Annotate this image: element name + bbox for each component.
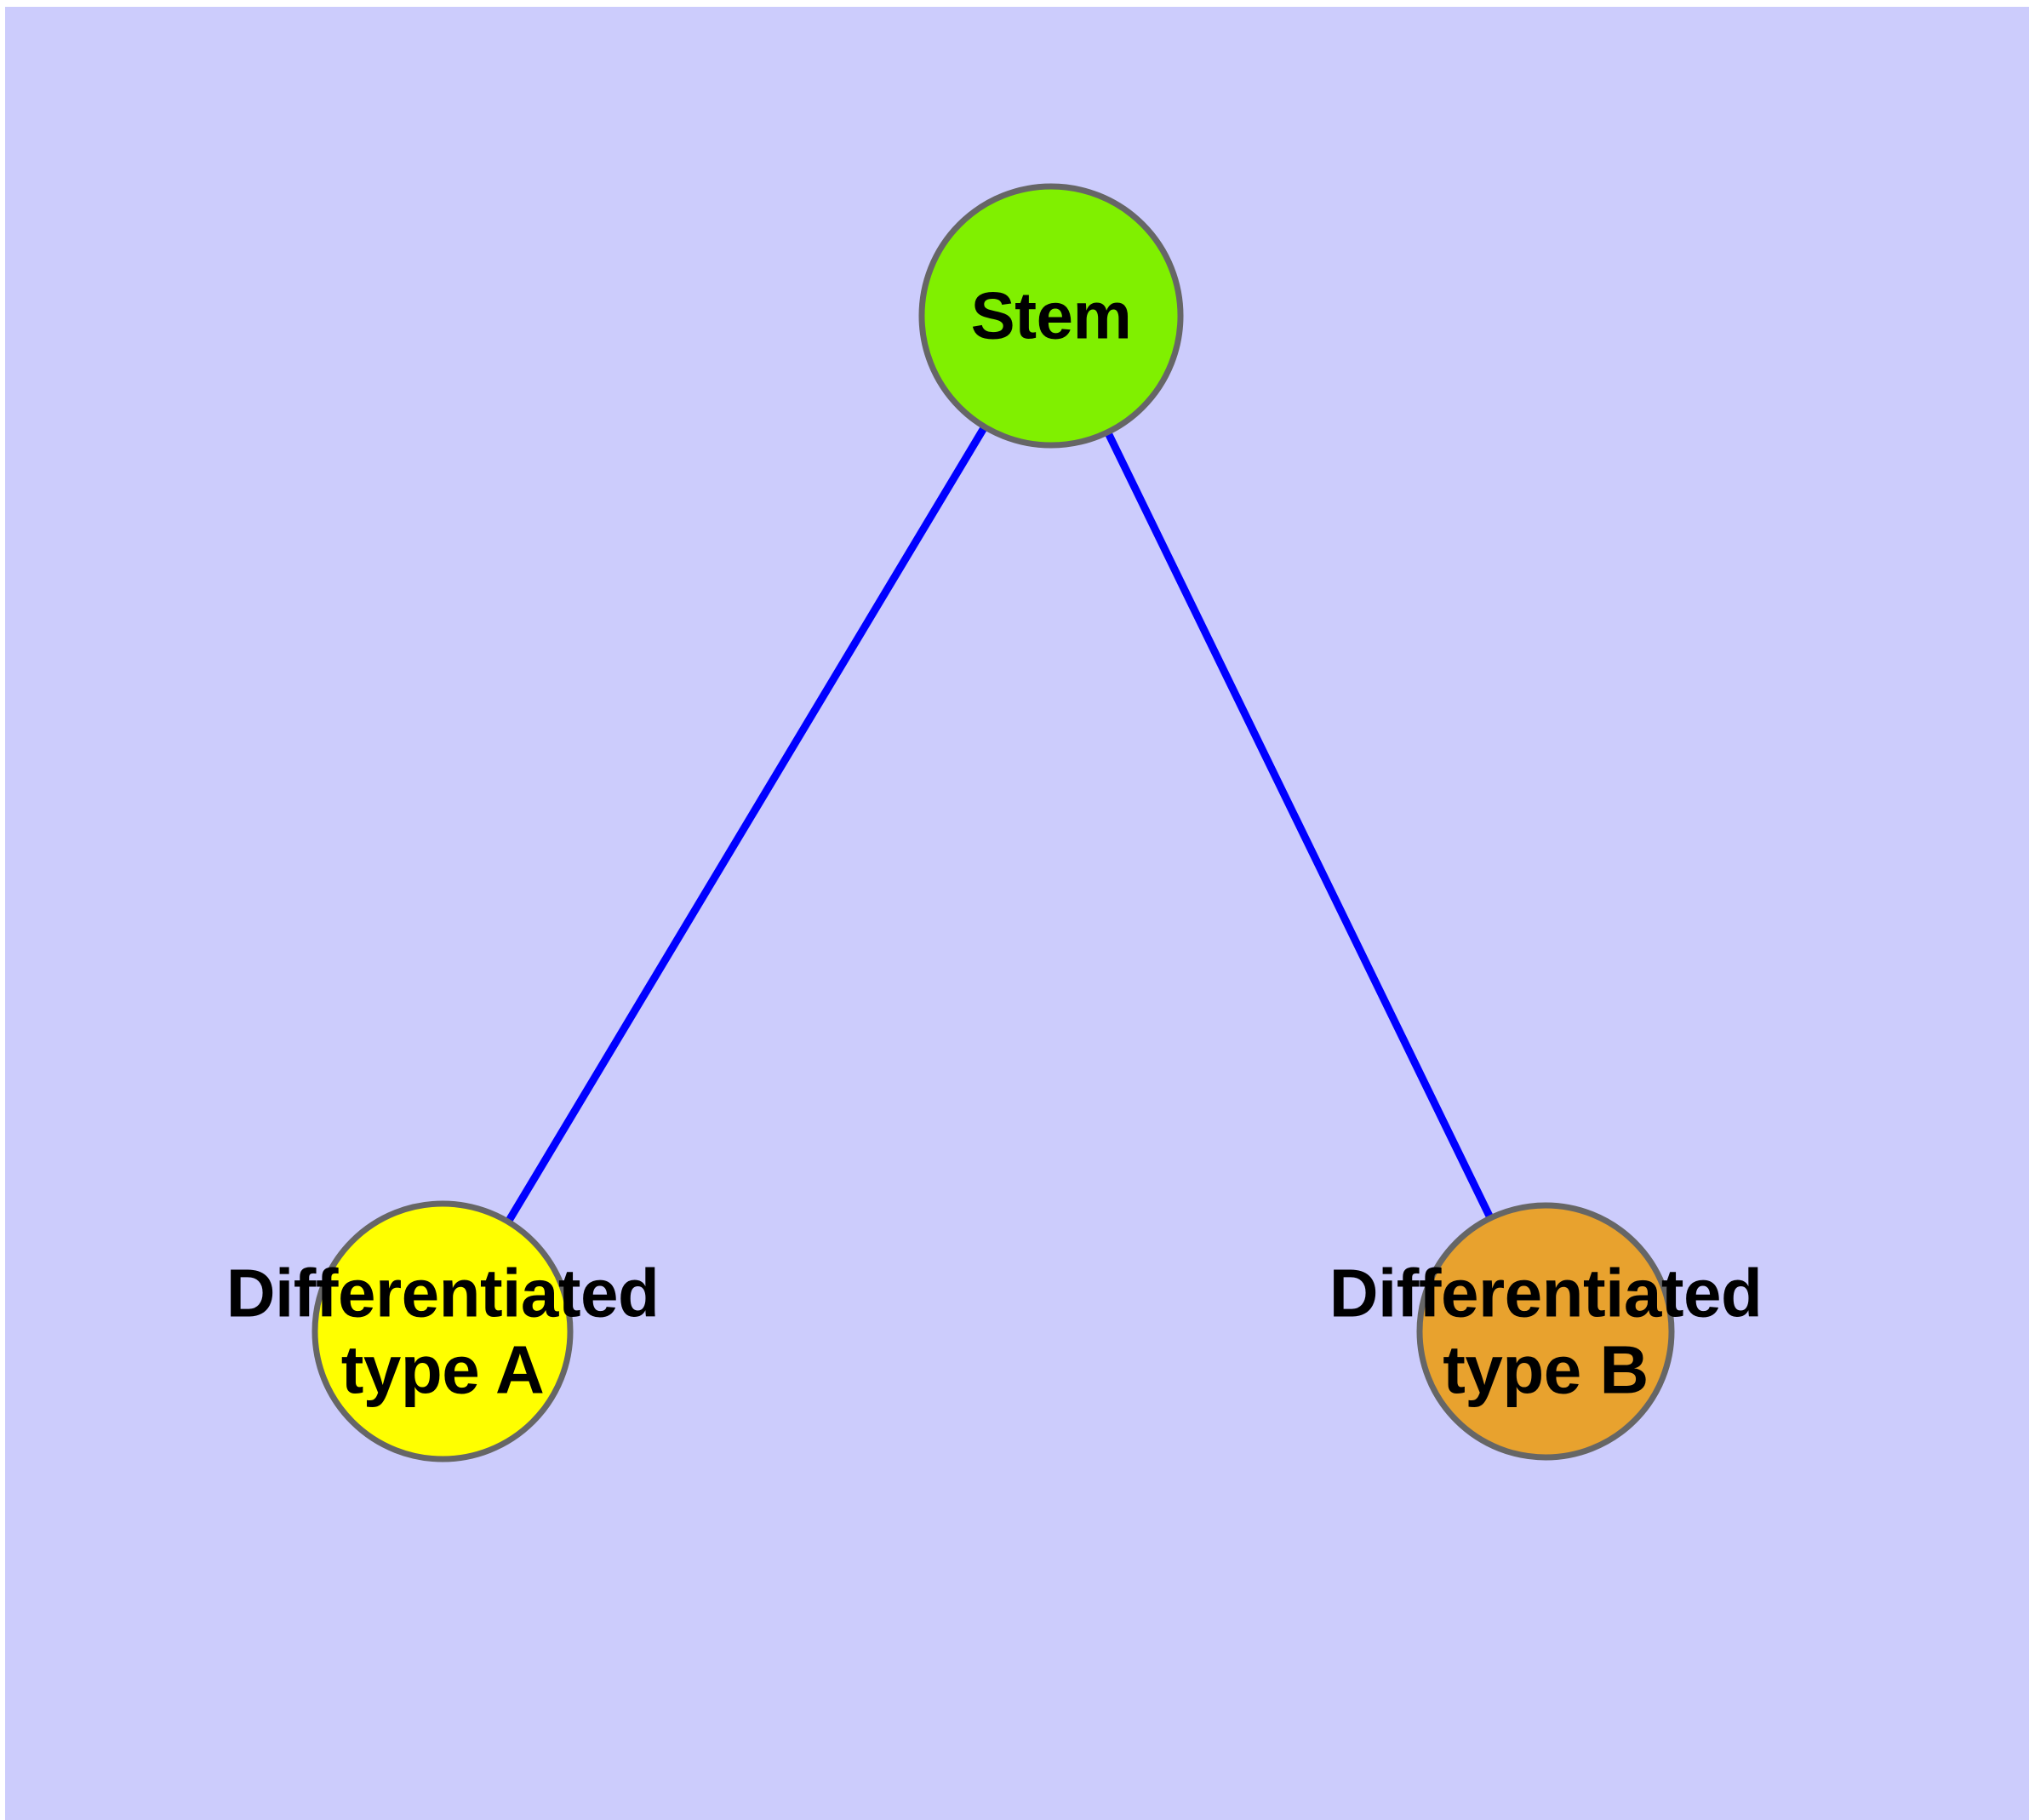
graph-edge xyxy=(506,426,987,1222)
graph-node-diff_a[interactable] xyxy=(311,1200,574,1462)
graph-node-stem[interactable] xyxy=(918,183,1184,449)
graph-node-diff_b[interactable] xyxy=(1416,1202,1675,1461)
edges-layer xyxy=(506,426,1494,1222)
graph-edge xyxy=(1105,432,1494,1219)
nodes-layer xyxy=(311,183,1675,1462)
